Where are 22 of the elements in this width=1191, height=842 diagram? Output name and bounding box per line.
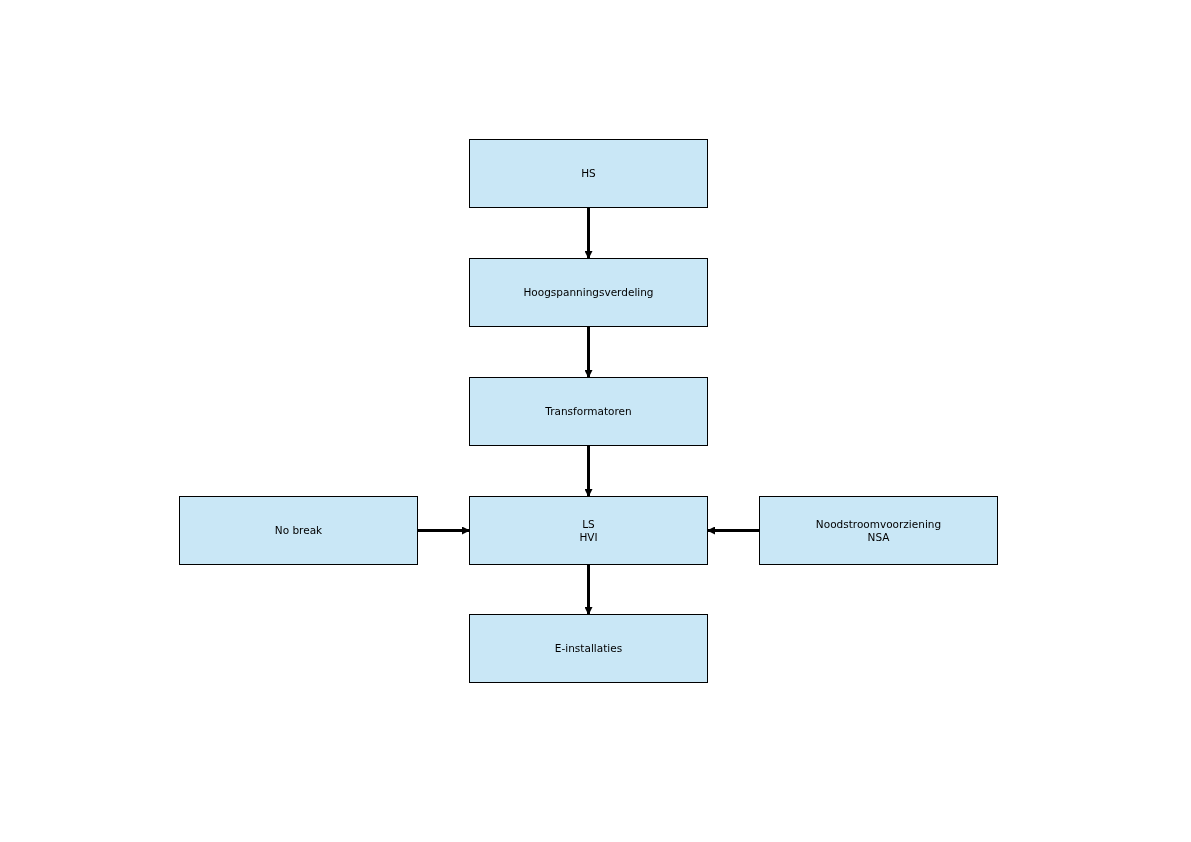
process-box xyxy=(469,614,708,683)
arrow xyxy=(418,526,470,535)
process-box xyxy=(179,496,418,565)
arrow xyxy=(584,208,593,259)
box-label: Transformatoren xyxy=(545,405,632,418)
box-label: Noodstroomvoorziening xyxy=(815,517,942,531)
process-box xyxy=(469,496,708,565)
box-label: NSA xyxy=(867,530,890,544)
arrow xyxy=(584,565,593,615)
process-box xyxy=(469,139,708,208)
box-label: Hoogspanningsverdeling xyxy=(523,286,654,299)
box-label: HS xyxy=(581,167,596,180)
box-label: E-installaties xyxy=(554,642,623,655)
process-box xyxy=(469,258,708,327)
box-label: No break xyxy=(274,524,323,537)
box-label: HVI xyxy=(579,530,598,544)
process-box xyxy=(469,377,708,446)
process-box xyxy=(759,496,998,565)
box-label: LS xyxy=(582,517,595,531)
arrow xyxy=(707,526,759,535)
arrow xyxy=(584,327,593,378)
arrow xyxy=(584,446,593,497)
